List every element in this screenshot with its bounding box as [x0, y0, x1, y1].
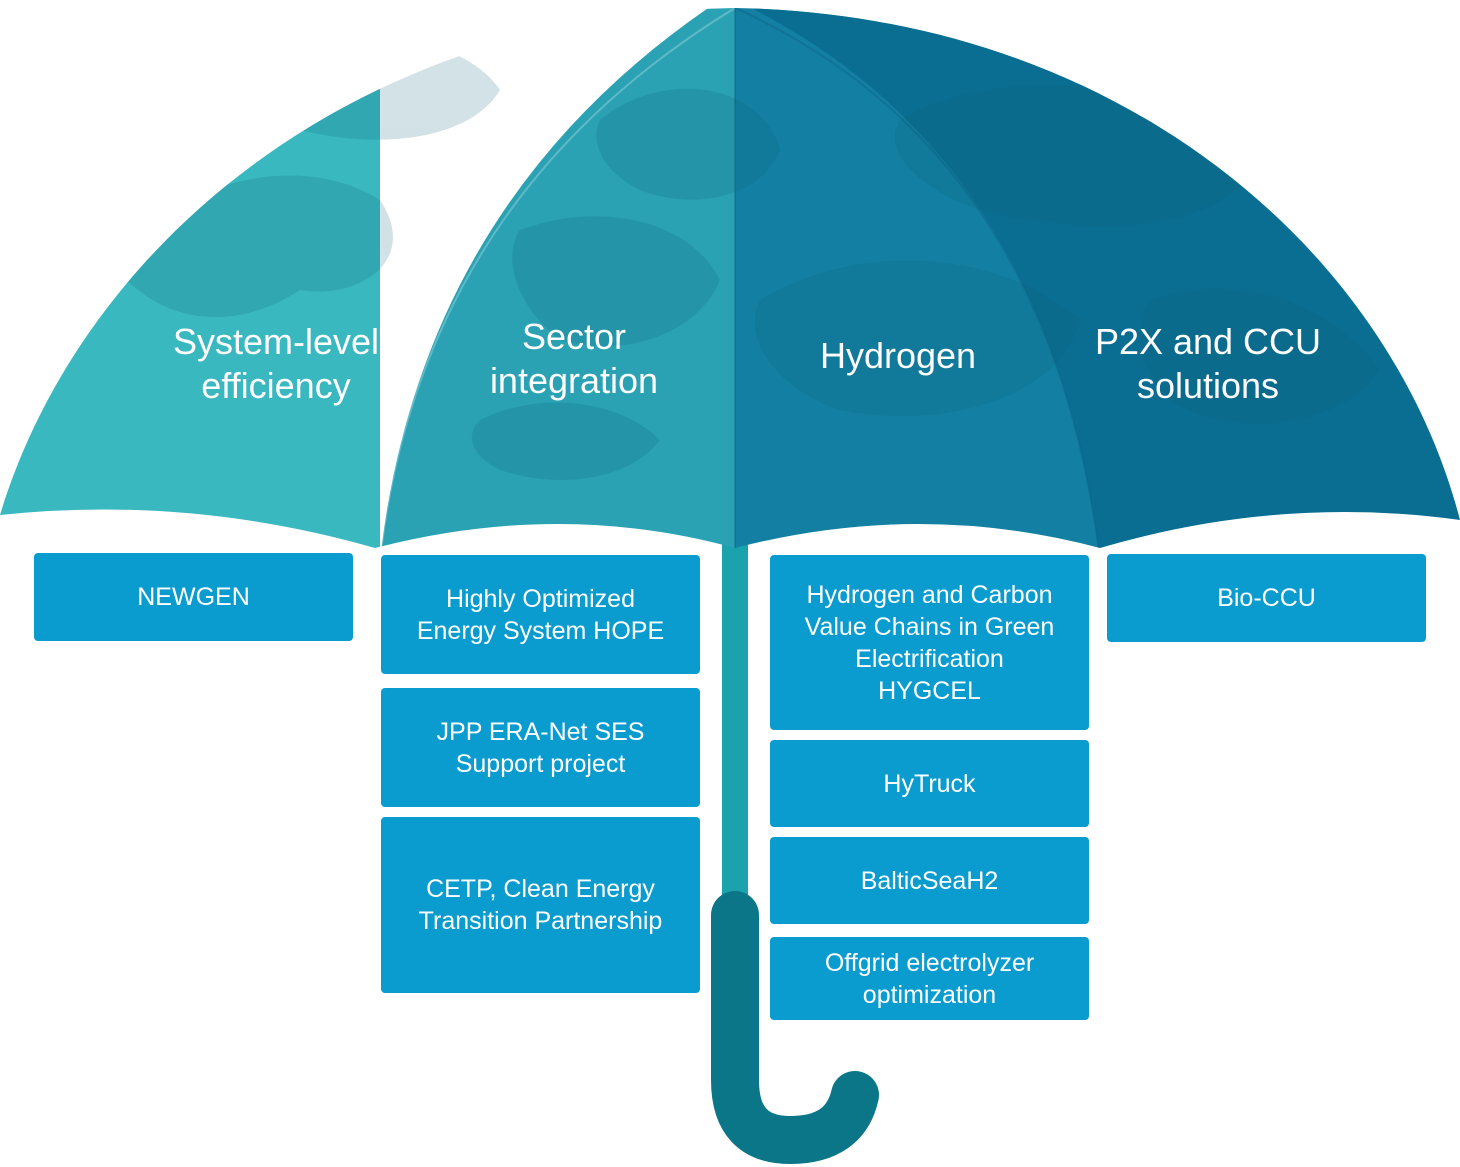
umbrella-handle [711, 891, 879, 1165]
theme-sector-integration: Sector integration [489, 316, 659, 401]
project-hygcel: Hydrogen and Carbon Value Chains in Gree… [770, 555, 1089, 730]
project-balticseah2: BalticSeaH2 [770, 837, 1089, 924]
umbrella-shaft [722, 520, 748, 920]
project-offgrid-electrolyzer: Offgrid electrolyzer optimization [770, 937, 1089, 1020]
theme-system-level-efficiency: System-level efficiency [172, 321, 380, 406]
project-hope: Highly Optimized Energy System HOPE [381, 555, 700, 674]
project-newgen: NEWGEN [34, 553, 353, 641]
canopy-panel-2 [380, 8, 735, 548]
theme-p2x-ccu: P2X and CCU solutions [1094, 321, 1322, 406]
project-bio-ccu: Bio-CCU [1107, 554, 1426, 642]
project-jpp-era-net-ses: JPP ERA-Net SES Support project [381, 688, 700, 807]
project-hytruck: HyTruck [770, 740, 1089, 827]
project-cetp: CETP, Clean Energy Transition Partnershi… [381, 817, 700, 993]
umbrella-canopy [0, 8, 1460, 548]
theme-hydrogen: Hydrogen [819, 335, 977, 376]
